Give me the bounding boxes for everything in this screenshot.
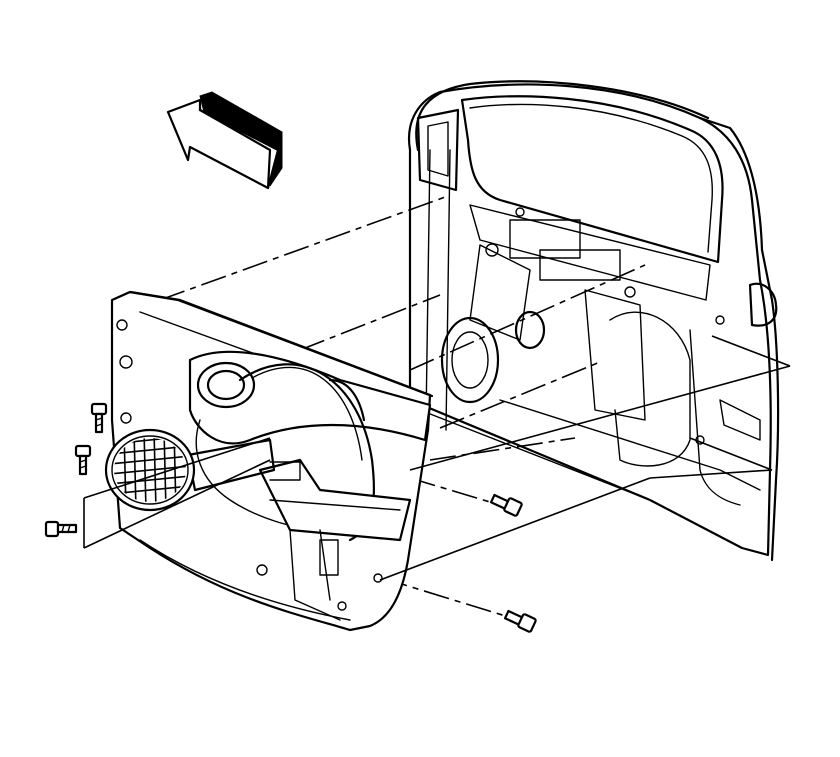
trim-screw-inner [489,493,523,517]
trim-screw-bottom [503,609,537,633]
door-frame [407,80,780,562]
trim-screw-lower [44,520,78,538]
trim-screw-upper [90,402,108,434]
speaker-grille [104,428,196,512]
trim-screw-middle [74,444,92,476]
panel-clip-leader-lines [379,335,791,581]
front-of-vehicle-arrow [166,91,283,190]
alignment-lines [159,195,646,619]
door-trim-panel [110,290,434,632]
screw-leader-bracket [83,437,271,549]
